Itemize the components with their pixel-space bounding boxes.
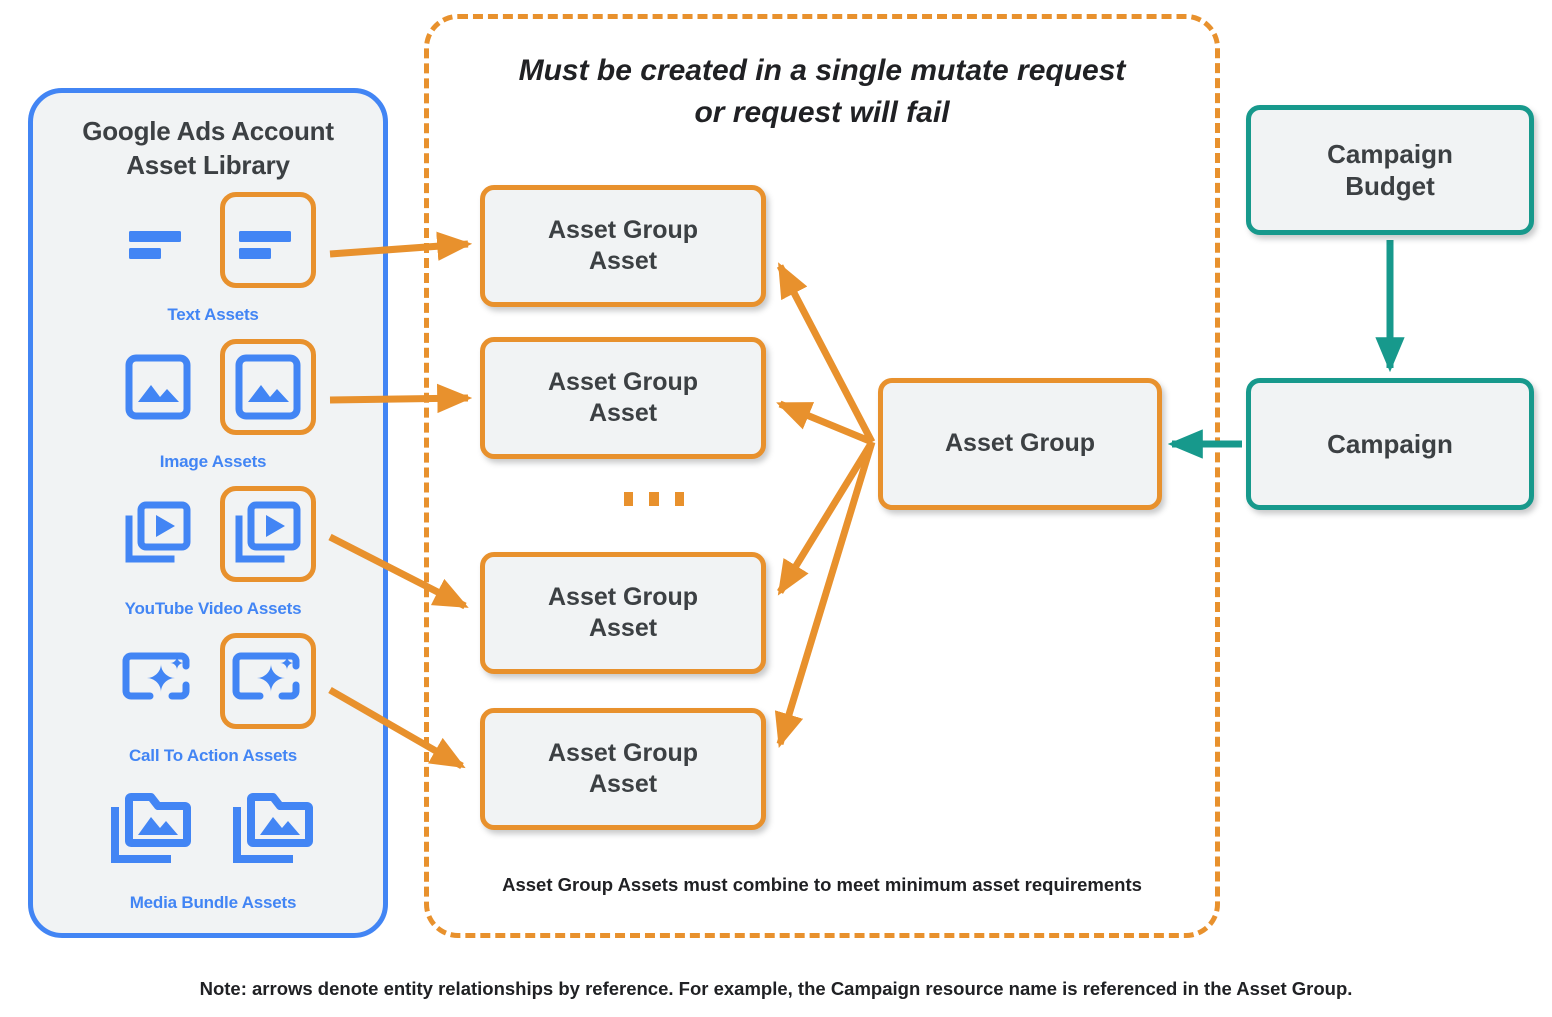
campaign-node[interactable]: Campaign	[1246, 378, 1534, 510]
ellipsis-dot-2	[649, 492, 659, 506]
ellipsis-dot-1	[624, 492, 634, 506]
asset-group-asset-label-4: Asset Group Asset	[548, 738, 698, 801]
campaign-budget-label-line1: Campaign	[1327, 138, 1453, 169]
asset-group-label: Asset Group	[944, 429, 1096, 458]
asset-caption-video: YouTube Video Assets	[124, 599, 302, 618]
asset-icons-text	[33, 189, 393, 291]
footer-note: Note: arrows denote entity relationships…	[199, 978, 1353, 999]
text-lines-icon-highlighted[interactable]	[220, 192, 316, 288]
asset-group-asset-node-1[interactable]: Asset Group Asset	[480, 185, 766, 307]
aga-label-line2-2: Asset	[588, 399, 658, 427]
asset-library-panel: Google Ads Account Asset Library	[28, 88, 388, 938]
asset-caption-media-bundle: Media Bundle Assets	[129, 893, 297, 912]
cta-sparkle-icon	[110, 633, 206, 729]
asset-caption-image: Image Assets	[159, 452, 267, 471]
aga-label-line1-1: Asset Group	[547, 215, 699, 244]
asset-icons-media-bundle	[33, 777, 393, 879]
asset-row-image: Image Assets	[33, 336, 393, 476]
mutate-request-title: Must be created in a single mutate reque…	[430, 50, 1214, 134]
asset-group-asset-label-2: Asset Group Asset	[548, 367, 698, 430]
asset-group-asset-label-3: Asset Group Asset	[548, 582, 698, 645]
mutate-request-container	[424, 14, 1220, 938]
image-icon	[110, 339, 206, 435]
ellipsis-dot-3	[674, 492, 684, 506]
asset-row-video: YouTube Video Assets	[33, 483, 393, 623]
asset-library-title-line1: Google Ads Account	[82, 116, 334, 146]
video-stack-icon-highlighted[interactable]	[220, 486, 316, 582]
cta-sparkle-icon-highlighted[interactable]	[220, 633, 316, 729]
asset-group-node[interactable]: Asset Group	[878, 378, 1162, 510]
mutate-footnote: Asset Group Assets must combine to meet …	[502, 874, 1142, 895]
asset-group-asset-label-1: Asset Group Asset	[548, 215, 698, 278]
asset-icons-video	[33, 483, 393, 585]
campaign-budget-label-line2: Budget	[1345, 171, 1435, 201]
aga-label-line1-3: Asset Group	[547, 582, 699, 611]
asset-icons-cta	[33, 630, 393, 732]
asset-library-title: Google Ads Account Asset Library	[33, 115, 383, 183]
aga-label-line1-2: Asset Group	[547, 367, 699, 396]
aga-label-line2-1: Asset	[588, 247, 658, 275]
image-icon-highlighted[interactable]	[220, 339, 316, 435]
aga-label-line2-3: Asset	[588, 614, 658, 642]
ellipsis-indicator	[624, 492, 684, 506]
video-stack-icon	[110, 486, 206, 582]
asset-group-asset-node-2[interactable]: Asset Group Asset	[480, 337, 766, 459]
asset-row-text: Text Assets	[33, 189, 393, 329]
asset-icons-image	[33, 336, 393, 438]
aga-label-line2-4: Asset	[588, 770, 658, 798]
asset-row-media-bundle: Media Bundle Assets	[33, 777, 393, 917]
asset-group-asset-node-4[interactable]: Asset Group Asset	[480, 708, 766, 830]
asset-group-asset-node-3[interactable]: Asset Group Asset	[480, 552, 766, 674]
campaign-label: Campaign	[1327, 428, 1453, 459]
asset-caption-text: Text Assets	[167, 305, 259, 324]
asset-row-cta: Call To Action Assets	[33, 630, 393, 770]
media-folder-icon-2	[224, 778, 324, 878]
text-lines-icon	[110, 192, 206, 288]
asset-caption-cta: Call To Action Assets	[128, 746, 298, 765]
mutate-request-title-line2: or request will fail	[694, 96, 950, 129]
campaign-budget-node[interactable]: Campaign Budget	[1246, 105, 1534, 235]
asset-library-title-line2: Asset Library	[126, 149, 290, 180]
mutate-request-title-line1: Must be created in a single mutate reque…	[518, 54, 1126, 87]
campaign-budget-label: Campaign Budget	[1327, 138, 1453, 203]
media-folder-icon	[102, 778, 202, 878]
aga-label-line1-4: Asset Group	[547, 738, 699, 767]
